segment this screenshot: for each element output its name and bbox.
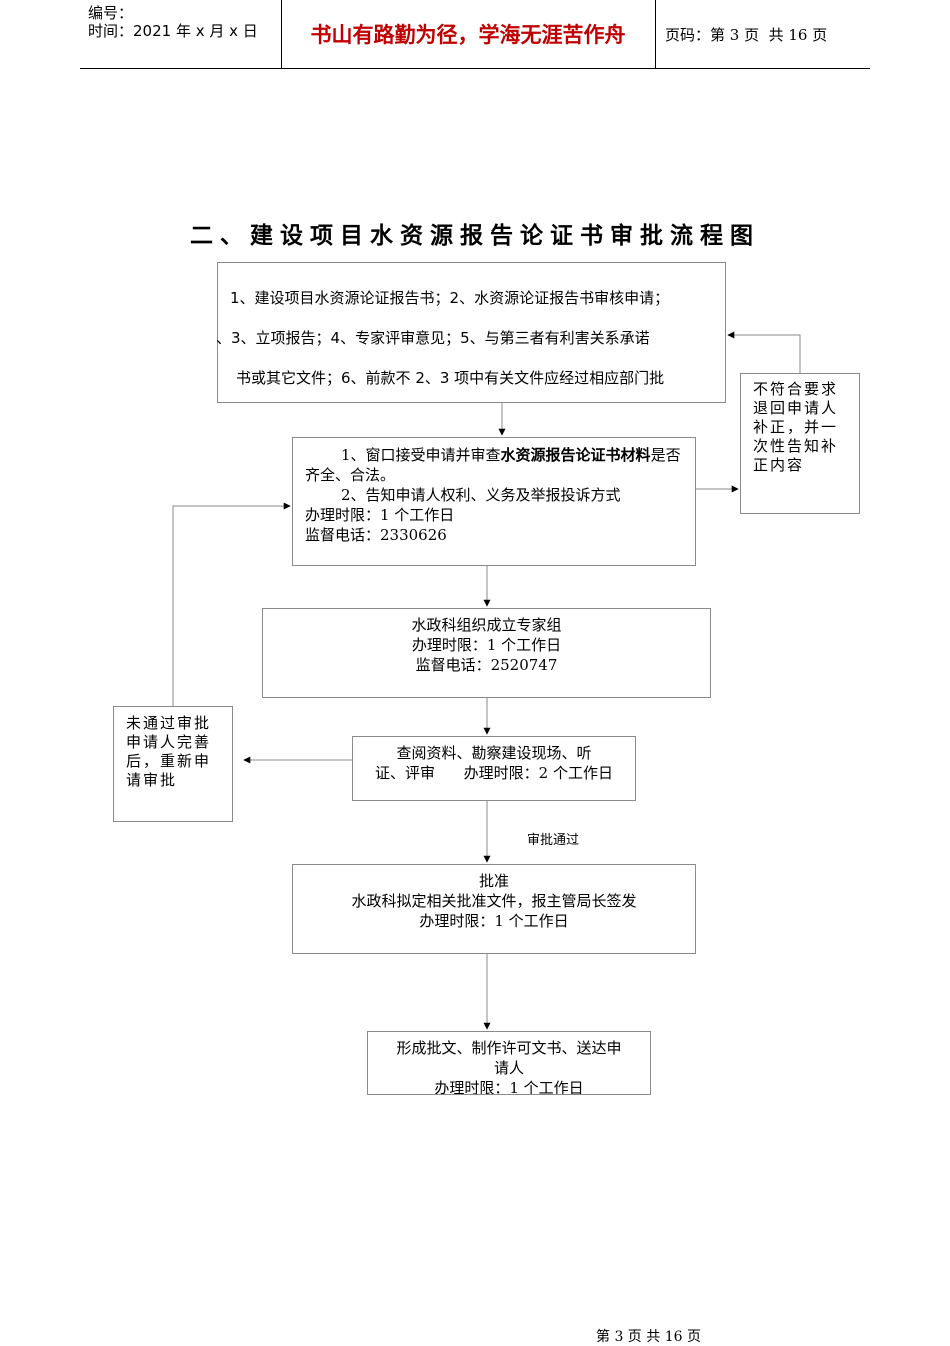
document-number-label: 编号： [88,4,134,22]
window-item-1-bold: 水资源报告论证书材料 [500,446,651,464]
approve-line-1: 批准 [478,872,509,890]
window-time-limit: 办理时限：1 个工作日 [305,506,455,524]
window-review-box: 1、窗口接受申请并审查水资源报告论证书材料是否齐全、合法。 2、告知申请人权利、… [292,437,696,566]
header-divider [655,0,656,68]
arrow-resubmit-to-window [172,502,291,706]
window-item-1: 1、窗口接受申请并审查水资源报告论证书材料是否齐全、合法。 [305,445,685,485]
page-title: 二、建设项目水资源报告论证书审批流程图 [190,223,760,249]
page-info-text: 页码：第 3 页 共 16 页 [665,25,828,44]
window-item-1-suffix: 是否齐全、合法。 [305,446,681,484]
window-item-2: 2、告知申请人权利、义务及举报投诉方式 [341,486,621,504]
approve-box: 批准 水政科拟定相关批准文件，报主管局长签发 办理时限：1 个工作日 [292,864,696,954]
materials-line-2: 、3、立项报告；4、专家评审意见；5、与第三者有利害关系承诺 [216,329,650,347]
site-review-box: 查阅资料、勘察建设现场、听 证、评审 办理时限：2 个工作日 [352,736,636,801]
issue-line-1: 形成批文、制作许可文书、送达申 [396,1039,622,1057]
expert-phone: 监督电话：2520747 [415,656,558,674]
approve-line-2: 水政科拟定相关批准文件，报主管局长签发 [351,892,637,910]
issue-permit-box: 形成批文、制作许可文书、送达申 请人 办理时限：1 个工作日 [367,1031,651,1095]
expert-time-limit: 办理时限：1 个工作日 [411,636,562,654]
materials-line-1: 1、建设项目水资源论证报告书；2、水资源论证报告书审核申请； [230,289,670,307]
window-phone: 监督电话：2330626 [305,526,447,544]
approve-time-limit: 办理时限：1 个工作日 [419,912,569,930]
header-motto: 书山有路勤为径，学海无涯苦作舟 [310,23,626,47]
reject-box: 不符合要求退回申请人补正，并一次性告知补正内容 [740,373,860,514]
issue-time-limit: 办理时限：1 个工作日 [434,1079,584,1095]
expert-group-box: 水政科组织成立专家组 办理时限：1 个工作日 监督电话：2520747 [262,608,711,698]
arrow-reject-to-materials [727,331,801,373]
materials-box: 1、建设项目水资源论证报告书；2、水资源论证报告书审核申请； 、3、立项报告；4… [216,262,726,403]
page-footer: 第 3 页 共 16 页 [596,1329,701,1345]
review-line-1: 查阅资料、勘察建设现场、听 [396,744,592,762]
issue-line-2: 请人 [493,1059,524,1077]
approved-label: 审批通过 [527,833,580,848]
document-time-label: 时间：2021 年 x 月 x 日 [88,22,258,40]
header-table: 编号： 时间：2021 年 x 月 x 日 书山有路勤为径，学海无涯苦作舟 页码… [80,0,870,69]
review-line-2: 证、评审 办理时限：2 个工作日 [375,764,613,782]
resubmit-box: 未通过审批申请人完善后，重新申请审批 [113,706,233,822]
materials-line-3: 书或其它文件；6、前款不 2、3 项中有关文件应经过相应部门批 [236,369,665,387]
expert-line-1: 水政科组织成立专家组 [411,616,562,634]
header-meta: 编号： 时间：2021 年 x 月 x 日 [88,4,258,40]
page-info: 页码：第 3 页 共 16 页 [665,0,827,68]
header-divider [281,0,282,68]
window-item-1-prefix: 1、窗口接受申请并审查 [341,446,501,464]
